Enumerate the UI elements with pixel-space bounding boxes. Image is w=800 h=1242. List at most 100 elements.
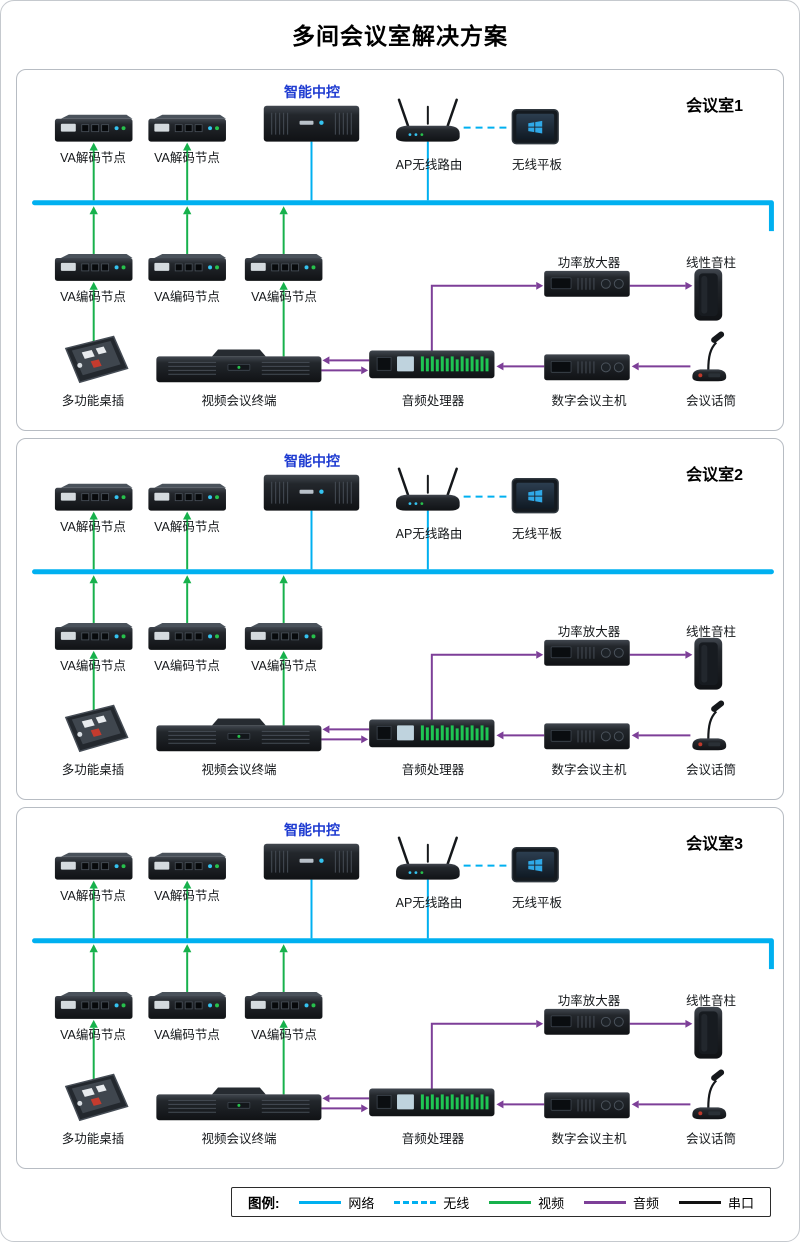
- legend-item-video: 视频: [489, 1193, 564, 1212]
- legend-label-wireless: 无线: [443, 1195, 470, 1211]
- amplifier-device: [543, 639, 631, 667]
- conference-mic-device: [691, 329, 728, 383]
- conference-mic-label: 会议话筒: [685, 394, 736, 408]
- legend: 图例: 网络 无线 视频 音频 串口: [231, 1187, 771, 1217]
- network-bus: [32, 938, 774, 944]
- audio-processor-label: 音频处理器: [401, 1132, 465, 1146]
- audio-processor-device: [368, 349, 495, 379]
- ap-router-label: AP无线路由: [395, 158, 463, 172]
- video-arrows: [89, 142, 288, 290]
- va-encode-node-3-device: [244, 622, 323, 651]
- room-wiring: [32, 836, 774, 1122]
- page-title: 多间会议室解决方案: [292, 23, 508, 49]
- desk-socket-device: [65, 1073, 129, 1122]
- va-encode-node-label: VA编码节点: [60, 290, 126, 304]
- va-decode-node-1-device: [54, 483, 133, 512]
- network-bus-stub: [768, 203, 774, 232]
- amplifier-device: [543, 270, 631, 298]
- network-line-icon: [299, 1200, 342, 1204]
- network-bus-stub: [768, 941, 774, 970]
- video-line-icon: [489, 1200, 532, 1204]
- va-encode-node-label: VA编码节点: [251, 1028, 317, 1042]
- room-name: 会议室1: [686, 98, 743, 115]
- network-lines: [310, 126, 511, 201]
- central-control-device: [263, 843, 360, 881]
- video-arrows: [89, 880, 288, 1028]
- conference-host-device: [543, 353, 631, 381]
- room-panel-2: 会议室2 智能中控 VA解码节点 VA解码节点 AP无线路由 无线平板 VA编码…: [16, 438, 784, 800]
- va-decode-node-2-device: [147, 852, 227, 881]
- legend-label-serial: 串口: [727, 1195, 754, 1211]
- wireless-tablet-label: 无线平板: [511, 896, 562, 910]
- room-wiring: [32, 98, 774, 384]
- va-decode-node-label: VA解码节点: [60, 889, 126, 903]
- desk-socket-label: 多功能桌插: [61, 763, 125, 777]
- audio-lines: [321, 653, 691, 741]
- va-encode-node-label: VA编码节点: [251, 290, 317, 304]
- va-encode-node-2-device: [147, 622, 227, 651]
- legend-label-network: 网络: [348, 1195, 375, 1211]
- line-speaker-device: [694, 637, 723, 690]
- video-lines: [92, 519, 285, 726]
- video-lines: [92, 150, 285, 357]
- serial-line-icon: [678, 1200, 721, 1204]
- network-lines: [310, 495, 511, 570]
- room-panel-1: 会议室1 智能中控 VA解码节点 VA解码节点 AP无线路由 无线平板 VA编码…: [16, 69, 784, 431]
- audio-arrows: [322, 281, 693, 375]
- line-speaker-device: [694, 1006, 723, 1059]
- va-decode-node-2-device: [147, 114, 227, 143]
- va-encode-node-label: VA编码节点: [251, 659, 317, 673]
- line-speaker-label: 线性音柱: [685, 256, 736, 270]
- audio-lines: [321, 284, 691, 372]
- va-decode-node-label: VA解码节点: [60, 151, 126, 165]
- legend-label-video: 视频: [538, 1195, 565, 1211]
- wireless-tablet-label: 无线平板: [511, 527, 562, 541]
- va-decode-node-label: VA解码节点: [60, 520, 126, 534]
- va-encode-node-label: VA编码节点: [154, 290, 220, 304]
- audio-processor-device: [368, 1087, 495, 1117]
- va-encode-node-2-device: [147, 991, 227, 1020]
- va-encode-node-label: VA编码节点: [60, 659, 126, 673]
- audio-processor-label: 音频处理器: [401, 763, 465, 777]
- video-terminal-device: [155, 717, 322, 752]
- room-wiring: [32, 467, 774, 753]
- va-encode-node-1-device: [54, 991, 133, 1020]
- ap-router-device: [394, 467, 461, 512]
- legend-item-audio: 音频: [584, 1193, 659, 1212]
- va-encode-node-label: VA编码节点: [60, 1028, 126, 1042]
- va-encode-node-1-device: [54, 253, 133, 282]
- network-bus: [32, 569, 774, 575]
- ap-router-device: [394, 836, 461, 881]
- network-bus: [32, 200, 774, 206]
- desk-socket-device: [65, 704, 129, 753]
- conference-mic-device: [691, 1067, 728, 1121]
- line-speaker-device: [694, 268, 723, 321]
- va-decode-node-2-device: [147, 483, 227, 512]
- wireless-tablet-device: [511, 478, 559, 514]
- amplifier-label: 功率放大器: [557, 994, 621, 1008]
- amplifier-device: [543, 1008, 631, 1036]
- conference-host-label: 数字会议主机: [551, 1132, 627, 1146]
- video-arrows: [89, 511, 288, 659]
- desk-socket-device: [65, 335, 129, 384]
- line-speaker-label: 线性音柱: [685, 994, 736, 1008]
- va-encode-node-2-device: [147, 253, 227, 282]
- conference-host-device: [543, 1091, 631, 1119]
- desk-socket-label: 多功能桌插: [61, 394, 125, 408]
- wireless-line-icon: [394, 1200, 437, 1204]
- video-terminal-label: 视频会议终端: [201, 1132, 277, 1146]
- central-control-label: 智能中控: [284, 822, 340, 838]
- conference-mic-label: 会议话筒: [685, 763, 736, 777]
- va-encode-node-3-device: [244, 991, 323, 1020]
- room-name: 会议室2: [686, 467, 743, 484]
- central-control-label: 智能中控: [284, 453, 340, 469]
- wireless-tablet-label: 无线平板: [511, 158, 562, 172]
- ap-router-label: AP无线路由: [395, 896, 463, 910]
- audio-processor-device: [368, 718, 495, 748]
- amplifier-label: 功率放大器: [557, 256, 621, 270]
- room-panel-3: 会议室3 智能中控 VA解码节点 VA解码节点 AP无线路由 无线平板 VA编码…: [16, 807, 784, 1169]
- audio-lines: [321, 1022, 691, 1110]
- va-encode-node-1-device: [54, 622, 133, 651]
- audio-line-icon: [584, 1200, 627, 1204]
